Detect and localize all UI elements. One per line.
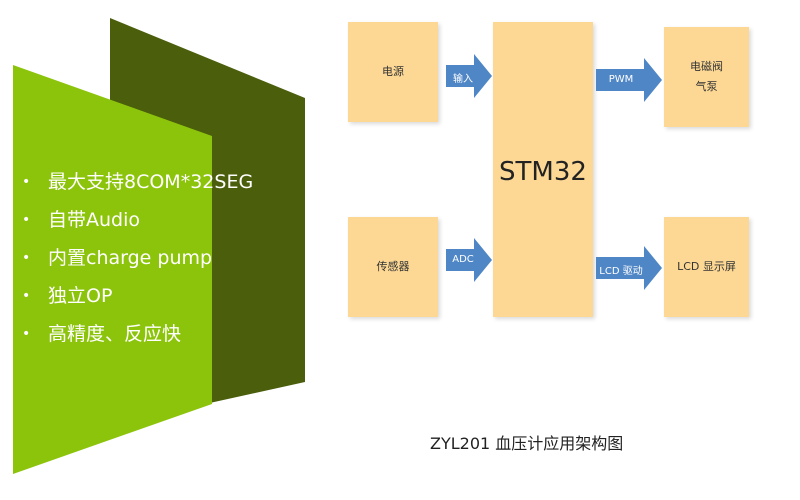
bullet-icon: •	[22, 174, 31, 190]
arrow-right-icon	[596, 58, 662, 102]
arrow-right-icon	[446, 238, 492, 282]
adc-arrow-label: ADC	[452, 254, 474, 265]
architecture-diagram: 电源 传感器 STM32 电磁阀 气泵 LCD 显示屏 输入 ADC PWM L…	[340, 0, 800, 420]
bullet-icon: •	[22, 288, 31, 304]
pwm-arrow-label: PWM	[608, 74, 634, 85]
arrow-right-icon	[446, 54, 492, 98]
bullet-icon: •	[22, 250, 31, 266]
feature-text: 独立OP	[48, 285, 113, 307]
valve-box: 电磁阀 气泵	[664, 27, 749, 127]
light-panel-shape	[13, 65, 212, 474]
mcu-label: STM32	[499, 157, 587, 187]
feature-list: •最大支持8COM*32SEG •自带Audio •内置charge pump …	[22, 163, 253, 353]
lcd-box: LCD 显示屏	[664, 217, 749, 317]
feature-item: • 独立OP	[22, 277, 253, 315]
lcd-label: LCD 显示屏	[677, 260, 736, 273]
feature-text: 自带Audio	[48, 209, 141, 231]
feature-panel-shapes	[13, 18, 305, 474]
sensor-label: 传感器	[376, 260, 410, 273]
feature-item: • 自带Audio	[22, 201, 253, 239]
input-arrow: 输入	[446, 54, 492, 98]
power-label: 电源	[382, 65, 404, 78]
power-box: 电源	[348, 22, 438, 122]
valve-label: 电磁阀	[690, 60, 723, 73]
lcd-drive-arrow: LCD 驱动	[596, 246, 662, 290]
bullet-icon: •	[22, 212, 31, 228]
feature-text: 最大支持8COM*32SEG	[48, 171, 254, 193]
mcu-box: STM32	[493, 22, 593, 317]
bullet-icon: •	[22, 326, 31, 342]
pump-label: 气泵	[695, 80, 718, 93]
feature-text: 高精度、反应快	[48, 323, 182, 345]
pwm-arrow: PWM	[596, 58, 662, 102]
feature-panel: •最大支持8COM*32SEG •自带Audio •内置charge pump …	[0, 0, 330, 500]
sensor-box: 传感器	[348, 217, 438, 317]
adc-arrow: ADC	[446, 238, 492, 282]
diagram-caption: ZYL201 血压计应用架构图	[430, 434, 624, 453]
arrow-right-icon	[596, 246, 662, 290]
input-arrow-label: 输入	[453, 74, 473, 85]
lcd-drive-arrow-label: LCD 驱动	[599, 266, 643, 277]
feature-item: • 高精度、反应快	[22, 315, 253, 353]
feature-item: • 最大支持8COM*32SEG	[22, 163, 253, 201]
feature-item: • 内置charge pump	[22, 239, 253, 277]
feature-text: 内置charge pump	[48, 247, 213, 269]
